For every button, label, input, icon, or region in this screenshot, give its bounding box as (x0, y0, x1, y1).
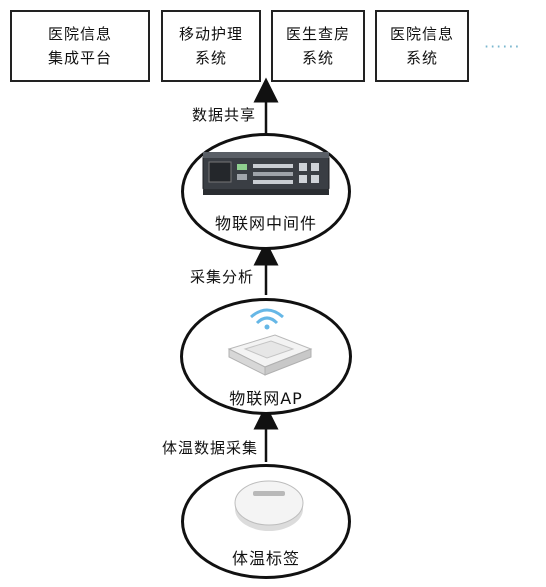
temperature-tag-icon (234, 480, 304, 531)
wireless-access-point-icon (227, 308, 313, 376)
system-box-mobile-nursing: 移动护理 系统 (161, 10, 261, 82)
system-box-label: 医院信息 系统 (389, 25, 454, 67)
system-box-label: 移动护理 系统 (178, 25, 243, 67)
system-box-label: 医生查房 系统 (285, 25, 350, 67)
system-box-ward-round: 医生查房 系统 (271, 10, 365, 82)
node-label: 物联网中间件 (214, 214, 317, 233)
system-box-label: 医院信息 集成平台 (47, 25, 112, 67)
edge-label-collect-analyze: 采集分析 (190, 268, 255, 286)
system-box-hospital-info: 医院信息 系统 (375, 10, 469, 82)
node-iot-middleware: 物联网中间件 (181, 133, 351, 250)
node-temperature-tag: 体温标签 (181, 464, 351, 579)
more-systems-indicator: ······ (484, 37, 521, 56)
node-label: 物联网AP (229, 389, 303, 408)
system-box-integration-platform: 医院信息 集成平台 (10, 10, 150, 82)
edge-label-data-sharing: 数据共享 (192, 106, 257, 124)
server-rack-icon (202, 152, 330, 195)
node-label: 体温标签 (231, 549, 300, 568)
node-iot-ap: 物联网AP (180, 298, 352, 415)
edge-label-temperature-collection: 体温数据采集 (162, 439, 259, 457)
